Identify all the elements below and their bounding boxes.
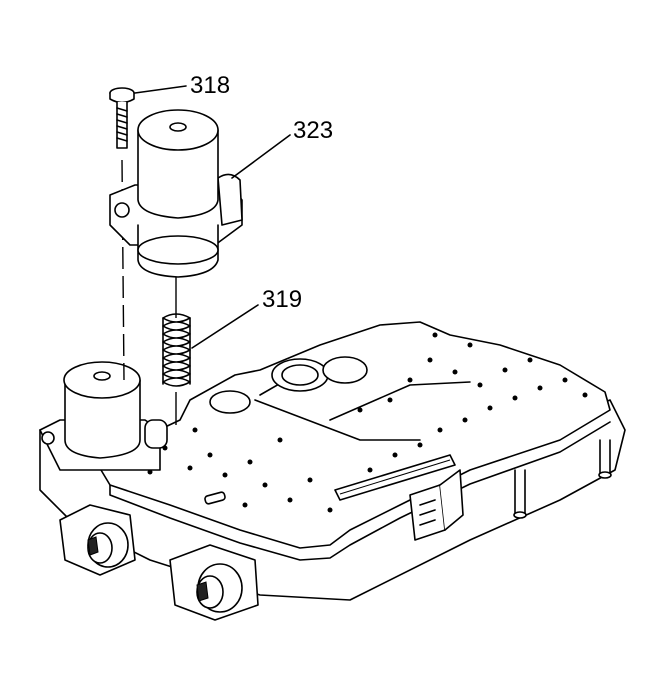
valve-body-assembly [39, 321, 626, 601]
callout-318: 318 [190, 72, 231, 99]
separator-plate [94, 321, 611, 549]
plate-edge [109, 421, 611, 561]
callout-319: 319 [262, 286, 303, 313]
callout-323: 323 [293, 117, 334, 144]
front-solenoid-connectors [59, 504, 259, 621]
bore-2 [322, 356, 368, 384]
leader-323 [231, 134, 291, 179]
leader-lines [134, 85, 291, 349]
solenoid-323 [109, 109, 243, 278]
leader-318 [134, 85, 187, 94]
installed-solenoid [39, 361, 168, 471]
harness-connector [334, 439, 612, 541]
plate-slot [204, 491, 226, 505]
spring-319 [162, 313, 191, 387]
bore-3 [209, 390, 251, 414]
leader-319 [191, 304, 259, 349]
screw-318 [109, 87, 135, 149]
accumulator-bore-inner [281, 364, 319, 386]
